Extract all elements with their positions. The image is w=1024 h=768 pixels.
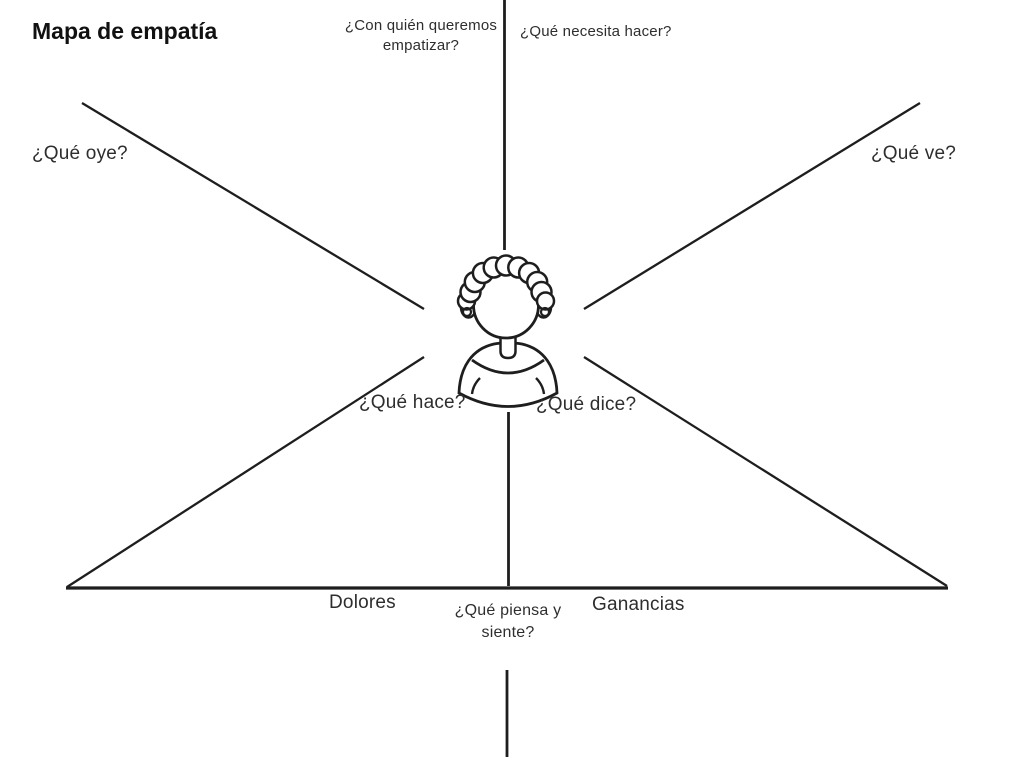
divider-lower-left-diagonal: [66, 356, 425, 588]
persona-hair: [456, 254, 556, 311]
divider-lower-right-diagonal: [583, 356, 948, 587]
label-thinks-feels: ¿Qué piensa y siente?: [454, 602, 562, 641]
page-title: Mapa de empatía: [32, 18, 218, 44]
persona-earring-right: [539, 306, 551, 318]
label-pains: Dolores: [329, 592, 396, 613]
label-what-does: ¿Qué hace?: [359, 392, 466, 413]
label-gains: Ganancias: [592, 594, 685, 615]
label-what-sees: ¿Qué ve?: [871, 143, 957, 164]
divider-upper-left-diagonal: [81, 102, 425, 310]
persona-sleeve-right: [535, 377, 546, 395]
label-what-says: ¿Qué dice?: [536, 394, 637, 415]
label-empathize-with: ¿Con quién queremos empatizar?: [344, 17, 498, 54]
persona-sleeve-left: [470, 377, 481, 395]
label-needs-to-do: ¿Qué necesita hacer?: [520, 23, 672, 40]
divider-upper-right-diagonal: [583, 102, 921, 310]
persona-torso: [457, 341, 559, 408]
persona-earring-left: [461, 306, 473, 318]
persona-collar: [471, 358, 545, 375]
persona-avatar-icon: [456, 254, 559, 408]
label-what-hears: ¿Qué oye?: [32, 143, 128, 164]
